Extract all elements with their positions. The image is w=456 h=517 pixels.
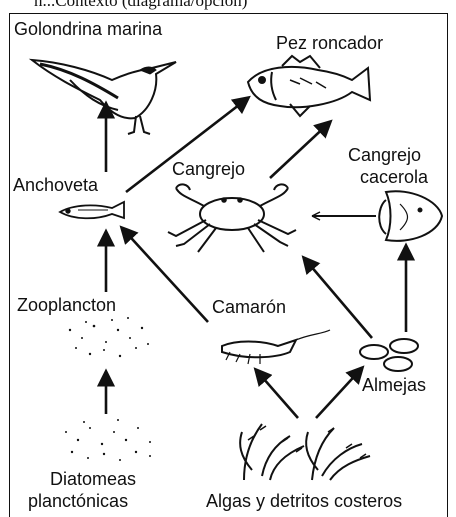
label-cangrejo: Cangrejo: [172, 160, 245, 178]
shrimp-illustration: [222, 330, 330, 364]
arrow-algae-to-clams: [316, 368, 362, 418]
label-camaron: Camarón: [212, 298, 286, 316]
horseshoe-crab-illustration: [312, 191, 442, 241]
algae-illustration: [240, 424, 370, 480]
label-algas-detritos: Algas y detritos costeros: [206, 492, 402, 510]
zooplankton-illustration: [69, 317, 149, 357]
label-almejas: Almejas: [362, 376, 426, 394]
label-anchoveta: Anchoveta: [13, 176, 98, 194]
label-cangrejo-cacerola-line1: Cangrejo: [348, 146, 421, 164]
anchovy-illustration: [60, 202, 124, 218]
label-cangrejo-cacerola-line2: cacerola: [360, 168, 428, 186]
arrow-algae-to-shrimp: [256, 370, 298, 418]
arrow-crab-to-drum: [270, 122, 330, 178]
label-golondrina-marina: Golondrina marina: [14, 20, 162, 38]
label-zooplancton: Zooplancton: [17, 296, 116, 314]
tern-illustration: [32, 60, 176, 134]
drum-fish-illustration: [248, 56, 370, 116]
arrow-clams-to-crab: [304, 258, 372, 338]
diatoms-illustration: [65, 419, 151, 461]
arrow-shrimp-to-anchovy: [122, 228, 208, 322]
label-diatomeas-line2: planctónicas: [28, 492, 128, 510]
clams-illustration: [360, 339, 418, 371]
label-pez-roncador: Pez roncador: [276, 34, 383, 52]
label-diatomeas-line1: Diatomeas: [50, 470, 136, 488]
crab-illustration: [168, 184, 296, 252]
